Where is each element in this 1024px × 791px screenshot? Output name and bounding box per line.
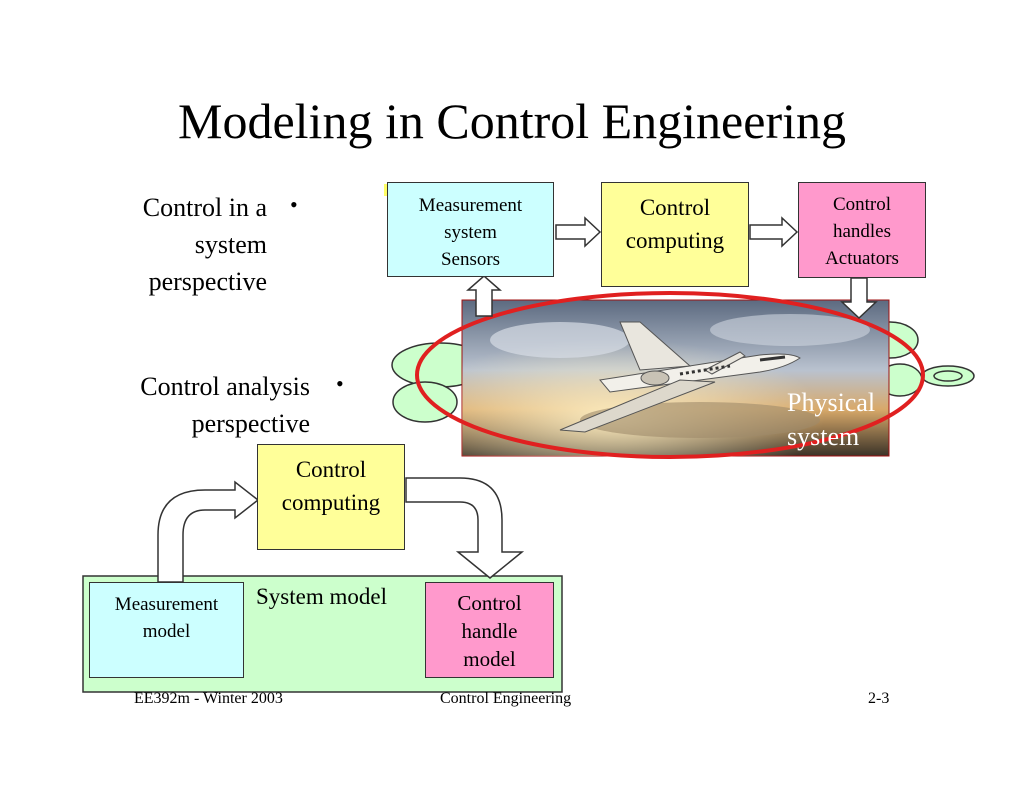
control-handles-box: Control handles Actuators	[798, 182, 926, 278]
arrow-up-to-sensors	[466, 275, 502, 317]
arrow-measurement-to-computing	[157, 480, 260, 583]
bullet-analysis-perspective: Control analysis perspective	[140, 372, 310, 438]
control-computing-label: Control computing	[625, 195, 725, 253]
bullet-marker: •	[336, 371, 344, 396]
bullet-marker: •	[290, 192, 298, 217]
control-handle-model-box: Control handle model	[425, 582, 554, 678]
aircraft-photo	[461, 299, 890, 457]
measurement-system-box: Measurement system Sensors	[387, 182, 554, 277]
arrow-down-from-actuators	[840, 277, 878, 320]
airplane-icon	[559, 321, 801, 433]
arrow-measure-to-compute	[555, 216, 602, 248]
arrow-compute-to-handles	[749, 216, 799, 248]
arrow-computing-to-handle	[405, 477, 525, 579]
system-model-label: System model	[256, 584, 387, 609]
measurement-model-label: Measurement model	[114, 594, 219, 642]
measurement-system-label: Measurement system Sensors	[418, 195, 523, 270]
bottom-control-computing-box: Control computing	[257, 444, 405, 550]
bullet-system-perspective: Control in a system perspective	[142, 193, 267, 296]
control-handle-model-label: Control handle model	[457, 591, 522, 671]
bottom-control-computing-label: Control computing	[281, 457, 381, 515]
highlight-ellipse	[415, 291, 925, 459]
control-computing-box: Control computing	[601, 182, 749, 287]
physical-system-label: Physical system	[787, 388, 876, 451]
footer-topic: Control Engineering	[440, 690, 572, 707]
footer-course: EE392m - Winter 2003	[134, 690, 283, 707]
measurement-model-box: Measurement model	[89, 582, 244, 678]
control-handles-label: Control handles Actuators	[825, 194, 899, 269]
page-title: Modeling in Control Engineering	[178, 93, 846, 149]
footer-page-number: 2-3	[868, 690, 890, 707]
